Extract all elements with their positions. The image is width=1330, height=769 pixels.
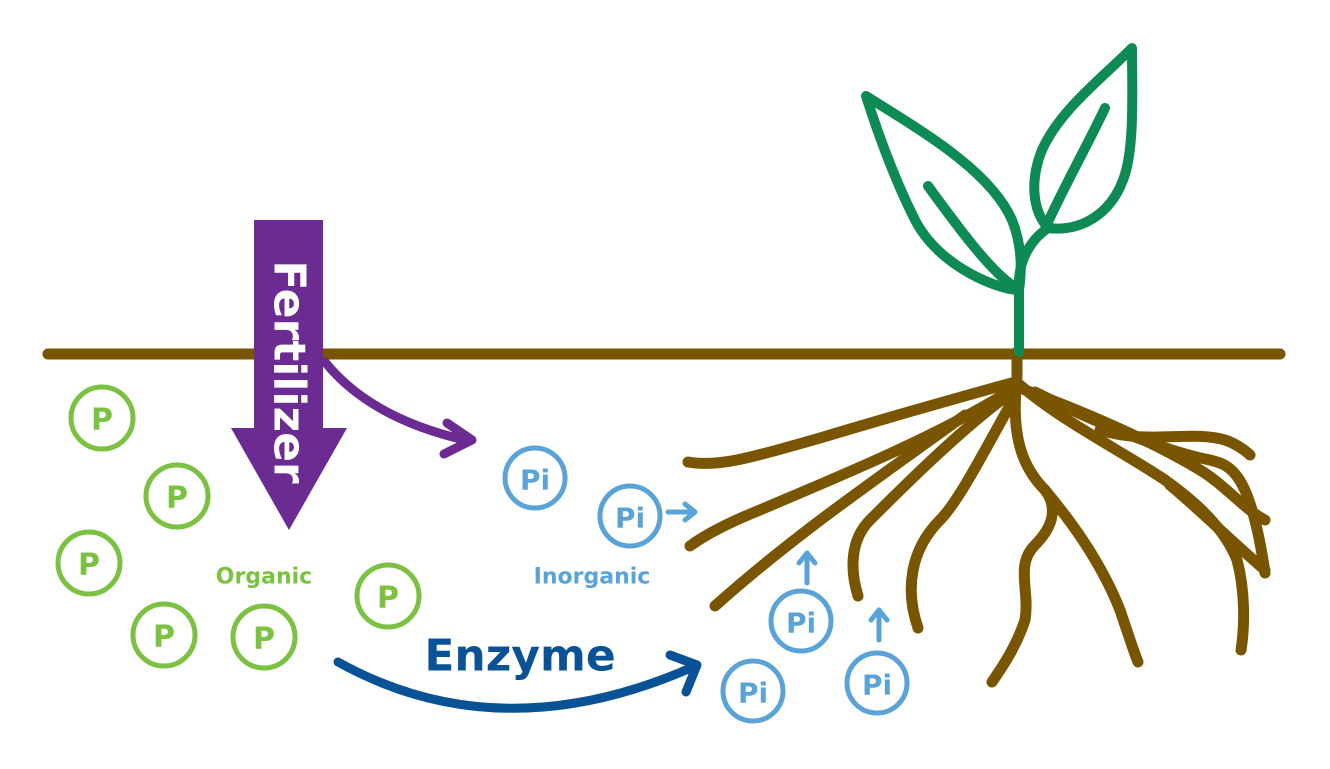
enzyme-arrow <box>333 650 702 713</box>
organic-p-circle: P <box>55 529 123 597</box>
uptake-arrow-right <box>665 501 698 523</box>
fertilizer-label: Fertilizer <box>264 260 315 484</box>
organic-p-group: P P P P P P <box>55 384 422 671</box>
organic-p-circle: P <box>354 562 422 630</box>
inorganic-label: Inorganic <box>534 565 651 590</box>
inorganic-pi-circle: Pi <box>720 658 786 724</box>
organic-p-circle: P <box>230 603 298 671</box>
organic-p-circle: P <box>68 384 136 452</box>
organic-label: Organic <box>216 565 312 590</box>
organic-p-symbol: P <box>166 481 188 516</box>
inorganic-pi-circle: Pi <box>844 650 910 716</box>
inorganic-pi-symbol: Pi <box>862 669 892 702</box>
organic-p-circle: P <box>143 462 211 530</box>
fertilizer-arrow: Fertilizer <box>231 220 347 530</box>
inorganic-pi-circle: Pi <box>768 588 834 654</box>
plant-shoot <box>861 43 1138 357</box>
organic-p-symbol: P <box>377 581 399 616</box>
uptake-arrow-up <box>868 607 890 643</box>
uptake-arrow-up <box>796 550 818 586</box>
inorganic-pi-symbol: Pi <box>615 502 645 535</box>
organic-p-symbol: P <box>253 622 275 657</box>
inorganic-pi-symbol: Pi <box>786 607 816 640</box>
inorganic-pi-group: Pi Pi Pi Pi Pi <box>502 445 910 724</box>
organic-p-symbol: P <box>78 548 100 583</box>
fertilizer-release-arrow <box>320 357 477 459</box>
plant-roots <box>682 346 1271 688</box>
organic-p-circle: P <box>130 601 198 669</box>
inorganic-pi-circle: Pi <box>502 445 568 511</box>
inorganic-pi-symbol: Pi <box>520 464 550 497</box>
inorganic-pi-symbol: Pi <box>738 677 768 710</box>
inorganic-pi-circle: Pi <box>597 483 663 549</box>
organic-p-symbol: P <box>91 403 113 438</box>
organic-p-symbol: P <box>153 620 175 655</box>
enzyme-label: Enzyme <box>424 631 615 682</box>
